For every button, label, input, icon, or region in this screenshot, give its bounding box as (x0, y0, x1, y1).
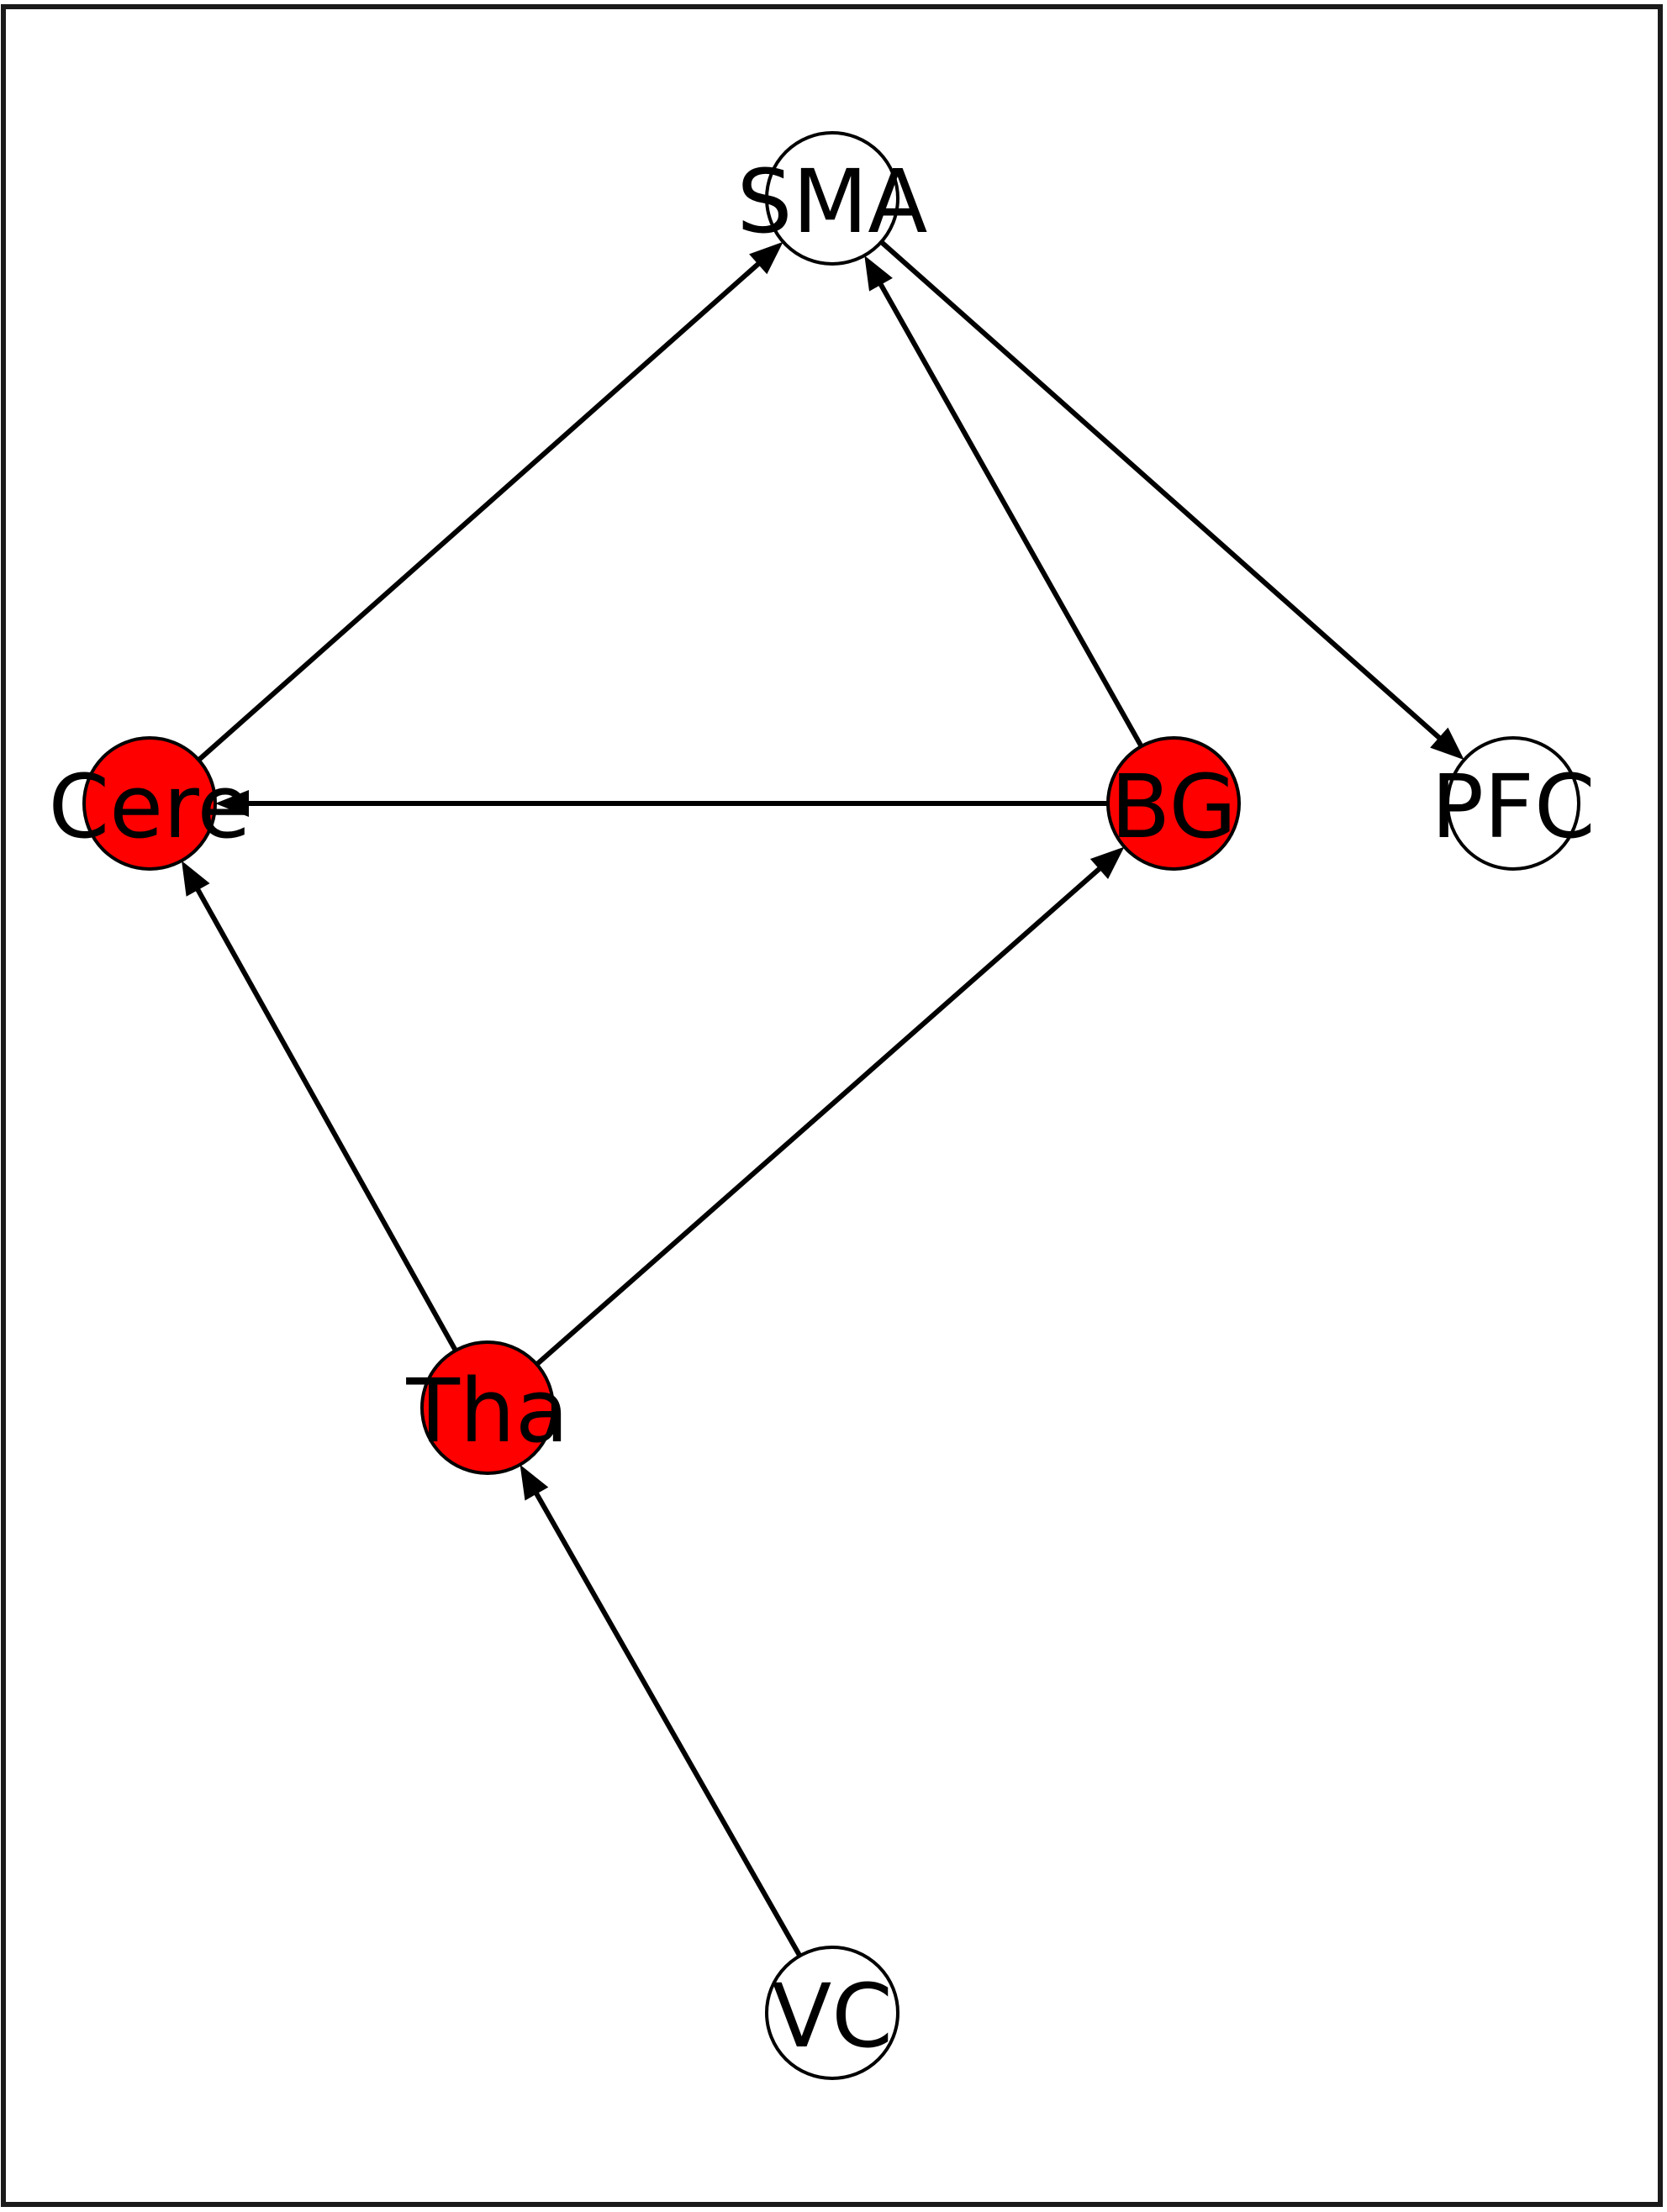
node-label: SMA (737, 150, 928, 253)
node-circle (420, 1340, 555, 1475)
edge-line (877, 280, 1144, 748)
node-vc: VC (765, 1946, 899, 2080)
node-pfc: PFC (1431, 736, 1596, 871)
edge-line (535, 865, 1104, 1367)
arrowhead-icon (215, 790, 249, 817)
node-label: PFC (1431, 756, 1595, 858)
edge-bg-to-sma (864, 255, 1144, 748)
node-label: BG (1110, 756, 1237, 858)
node-cere: Cere (48, 736, 251, 871)
edges-layer (182, 240, 1464, 1957)
edge-tha-to-bg (535, 846, 1125, 1367)
node-circle (82, 736, 217, 871)
edge-sma-to-pfc (879, 240, 1464, 761)
plot-frame (1, 4, 1663, 2207)
arrowhead-icon (749, 241, 783, 275)
arrowhead-icon (182, 861, 210, 897)
arrowhead-icon (864, 255, 893, 292)
arrowhead-icon (520, 1464, 549, 1501)
edge-line (194, 886, 458, 1352)
node-circle (765, 131, 899, 266)
node-label: Tha (405, 1360, 568, 1462)
edge-line (532, 1489, 803, 1957)
node-circle (765, 1946, 899, 2080)
edge-line (197, 260, 762, 762)
node-circle (1106, 736, 1241, 871)
edge-vc-to-tha (520, 1464, 803, 1957)
edge-line (879, 240, 1443, 742)
edge-bg-to-cere (215, 790, 1108, 817)
arrowhead-icon (1089, 846, 1125, 880)
edge-tha-to-cere (182, 861, 458, 1352)
node-label: Cere (48, 756, 251, 858)
edge-cere-to-sma (197, 241, 783, 762)
node-circle (1446, 736, 1580, 871)
node-tha: Tha (405, 1340, 569, 1475)
node-bg: BG (1106, 736, 1241, 871)
node-label: VC (772, 1965, 893, 2067)
node-sma: SMA (737, 131, 928, 266)
arrowhead-icon (1430, 727, 1464, 761)
